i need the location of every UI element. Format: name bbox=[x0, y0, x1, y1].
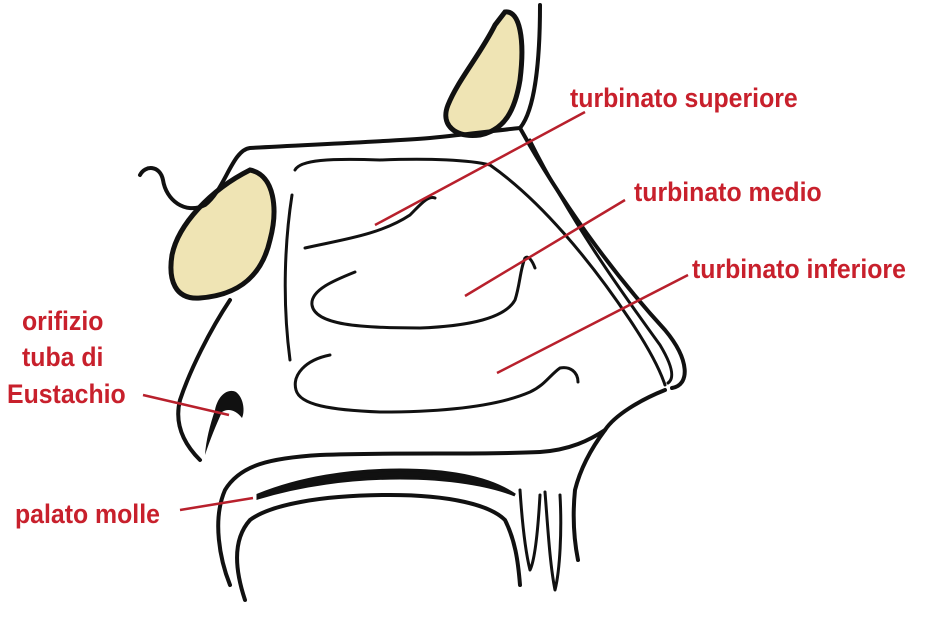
cavity-roof bbox=[293, 157, 667, 387]
label-superior-turbinate: turbinato superiore bbox=[570, 83, 798, 113]
label-eustachian-3: Eustachio bbox=[7, 379, 126, 409]
inferior-turbinate-shape bbox=[293, 353, 580, 414]
inner-wall bbox=[283, 193, 294, 362]
palate-upper bbox=[216, 428, 607, 587]
label-soft-palate: palato molle bbox=[15, 499, 160, 529]
label-eustachian-2: tuba di bbox=[22, 342, 104, 372]
superior-turbinate-shape bbox=[303, 195, 437, 250]
leader-superior bbox=[374, 110, 586, 227]
nasal-bone-inner bbox=[528, 138, 674, 385]
label-inferior-turbinate: turbinato inferiore bbox=[692, 254, 906, 284]
nasal-floor-front bbox=[571, 388, 667, 562]
palate-hard bbox=[256, 468, 516, 501]
sphenoid-sinus bbox=[168, 167, 277, 301]
label-middle-turbinate: turbinato medio bbox=[634, 177, 822, 207]
posterior-wall bbox=[176, 298, 232, 462]
frontal-sinus bbox=[443, 9, 525, 138]
palate-lower bbox=[235, 493, 522, 602]
leader-palate bbox=[179, 496, 254, 512]
label-eustachian-1: orifizio bbox=[22, 306, 104, 336]
eustachian-orifice bbox=[205, 390, 244, 455]
leader-eustachian bbox=[142, 393, 230, 417]
leader-inferior bbox=[496, 273, 689, 375]
skull-base-outline bbox=[138, 3, 542, 211]
middle-turbinate-shape bbox=[310, 255, 537, 330]
leader-middle bbox=[464, 198, 626, 298]
incisor-teeth bbox=[518, 488, 563, 592]
